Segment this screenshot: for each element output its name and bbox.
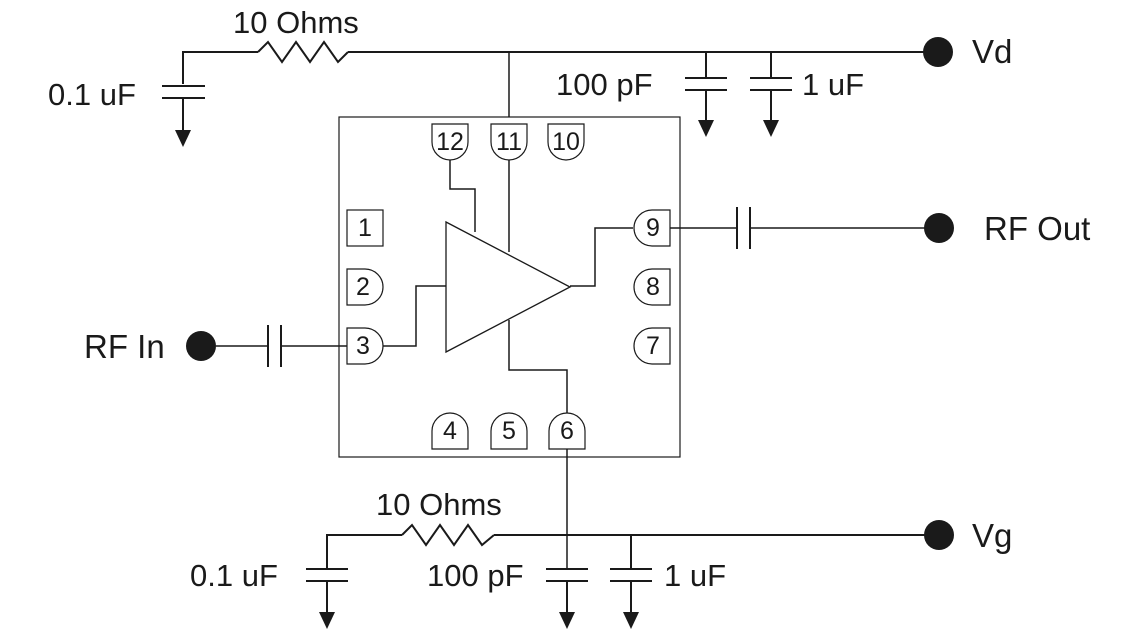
- vd-label: Vd: [972, 33, 1012, 70]
- ground-icon: [698, 120, 714, 137]
- vd-cap-large-label: 1 uF: [802, 67, 864, 102]
- ground-icon: [175, 130, 191, 147]
- vg-cap-large-label: 1 uF: [664, 558, 726, 593]
- pin-5: 5: [490, 412, 528, 450]
- rf-in-label: RF In: [84, 328, 165, 365]
- svg-text:9: 9: [646, 214, 660, 242]
- vg-cap-bulk: [306, 568, 348, 629]
- ground-icon: [319, 612, 335, 629]
- pin-8: 8: [633, 268, 671, 306]
- vg-label: Vg: [972, 517, 1012, 554]
- svg-text:7: 7: [646, 332, 660, 360]
- ground-icon: [623, 612, 639, 629]
- svg-text:1: 1: [358, 214, 372, 242]
- vd-cap-small: [685, 52, 727, 137]
- rf-in-network: [186, 325, 347, 367]
- vd-terminal: [923, 37, 953, 67]
- rf-in-terminal: [186, 331, 216, 361]
- vg-cap-small-label: 100 pF: [427, 558, 524, 593]
- pin-2: 2: [346, 268, 384, 306]
- ground-icon: [559, 612, 575, 629]
- svg-text:6: 6: [560, 417, 574, 445]
- vg-network: [306, 449, 954, 629]
- svg-text:3: 3: [356, 332, 370, 360]
- svg-text:4: 4: [443, 417, 457, 445]
- rf-out-network: [670, 207, 954, 249]
- vd-cap-large: [750, 52, 792, 137]
- svg-text:12: 12: [436, 128, 464, 156]
- pin-4: 4: [431, 412, 469, 450]
- vg-cap-large: [610, 535, 652, 629]
- vd-resistor-label: 10 Ohms: [233, 5, 359, 40]
- rf-out-label: RF Out: [984, 210, 1090, 247]
- vg-cap-bulk-label: 0.1 uF: [190, 558, 278, 593]
- pin-7: 7: [633, 327, 671, 365]
- pin-12: 12: [431, 123, 469, 161]
- vd-cap-bulk: [162, 85, 205, 147]
- pin-1: 1: [346, 209, 384, 247]
- vd-cap-bulk-label: 0.1 uF: [48, 77, 136, 112]
- ic-internal-wiring: [380, 158, 633, 413]
- pin-9: 9: [633, 209, 671, 247]
- pin-11: 11: [490, 123, 528, 161]
- vd-cap-small-label: 100 pF: [556, 67, 653, 102]
- svg-text:5: 5: [502, 417, 516, 445]
- vd-network: [162, 37, 953, 147]
- pin-6: 6: [548, 412, 586, 450]
- svg-text:11: 11: [496, 128, 522, 156]
- pin-3: 3: [346, 327, 384, 365]
- svg-text:10: 10: [552, 128, 580, 156]
- vg-resistor-label: 10 Ohms: [376, 487, 502, 522]
- vd-resistor: [257, 40, 349, 64]
- svg-text:2: 2: [356, 273, 370, 301]
- vd-wire-left: [182, 51, 258, 84]
- pin-10: 10: [547, 123, 585, 161]
- vg-terminal: [924, 520, 954, 550]
- vg-resistor: [401, 523, 495, 547]
- amplifier-triangle: [445, 220, 572, 354]
- ground-icon: [763, 120, 779, 137]
- rf-out-terminal: [924, 213, 954, 243]
- svg-text:8: 8: [646, 273, 660, 301]
- vg-cap-small: [546, 568, 588, 629]
